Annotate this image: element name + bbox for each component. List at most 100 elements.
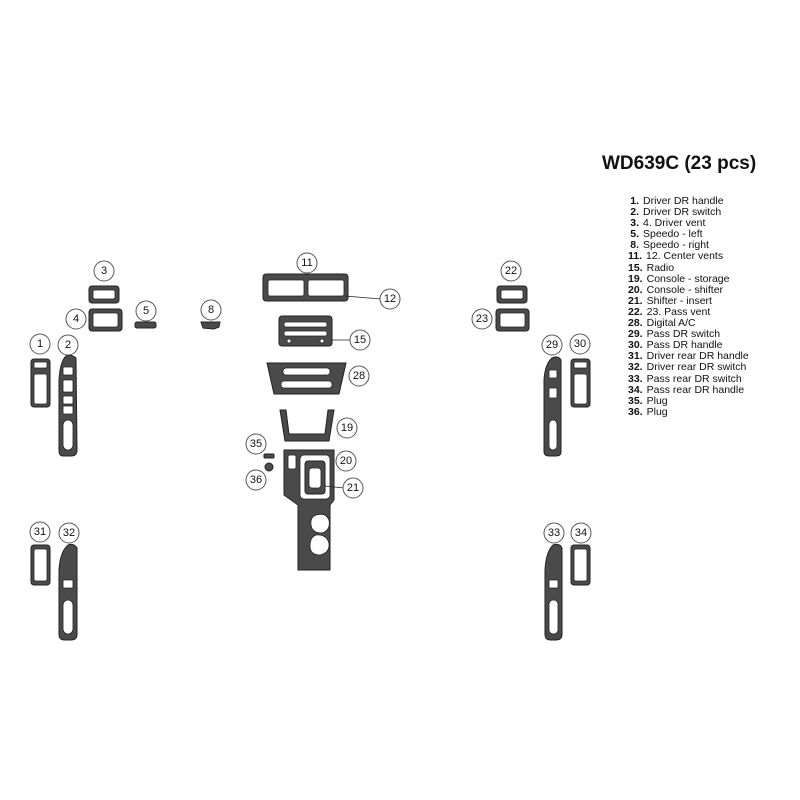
legend-item: 33.Pass rear DR switch: [628, 372, 749, 385]
part-36-plug: [264, 462, 274, 472]
callout-35: 35: [245, 433, 267, 455]
legend-item: 20.Console - shifter: [628, 283, 749, 296]
legend-label: 12. Center vents: [646, 250, 724, 263]
part-3-driver-vent: [88, 285, 120, 304]
legend-label: Pass DR switch: [646, 328, 721, 341]
legend-label: Shifter - insert: [646, 294, 712, 307]
legend-label: Speedo - right: [643, 239, 709, 252]
legend-label: Driver rear DR handle: [646, 350, 749, 363]
legend-number: 32.: [628, 361, 643, 374]
part-19-console-storage: [279, 409, 335, 442]
callout-3: 3: [93, 260, 115, 282]
legend-number: 3.: [630, 217, 639, 230]
legend-item: 22.23. Pass vent: [628, 305, 749, 318]
callout-32-label: 32: [63, 527, 75, 539]
callout-19: 19: [336, 417, 358, 439]
callout-4-label: 4: [73, 313, 79, 325]
legend-number: 5.: [630, 228, 639, 241]
legend-number: 28.: [628, 317, 643, 330]
legend-item: 30.Pass DR handle: [628, 340, 749, 351]
callout-21-label: 21: [347, 482, 359, 494]
legend-label: Driver rear DR switch: [646, 361, 747, 374]
callout-5: 5: [135, 300, 157, 322]
kit-title: WD639C (23 pcs): [602, 153, 757, 174]
legend-item: 15.Radio: [628, 261, 749, 274]
callout-36-label: 36: [250, 474, 262, 486]
legend-label: Speedo - left: [643, 228, 703, 241]
callout-31: 31: [29, 521, 51, 543]
part-22-pass-vent: [496, 285, 528, 304]
callout-3-label: 3: [101, 265, 107, 277]
callout-23: 23: [471, 308, 493, 330]
callout-8-label: 8: [208, 304, 214, 316]
callout-20: 20: [335, 450, 357, 472]
callout-20-label: 20: [340, 455, 352, 467]
callout-33: 33: [543, 522, 565, 544]
legend-label: Digital A/C: [646, 317, 696, 330]
legend-item: 11.12. Center vents: [628, 251, 749, 262]
legend-number: 21.: [628, 294, 643, 307]
part-23-pass-vent: [495, 308, 530, 332]
callout-4: 4: [65, 308, 87, 330]
legend-number: 22.: [628, 305, 643, 318]
part-33-pass-rear-dr-switch: [544, 543, 563, 641]
legend-label: 23. Pass vent: [646, 305, 711, 318]
legend-number: 35.: [628, 394, 643, 407]
legend-label: Console - shifter: [646, 283, 724, 296]
part-31-driver-rear-dr-handle: [30, 544, 51, 586]
legend-label: Pass DR handle: [646, 339, 723, 352]
callout-15: 15: [349, 329, 371, 351]
legend-item: 3.4. Driver vent: [628, 218, 749, 229]
callout-2-label: 2: [65, 339, 71, 351]
legend-number: 19.: [628, 272, 643, 285]
part-8-speedo-right: [200, 321, 221, 330]
callout-36: 36: [245, 469, 267, 491]
callout-29-label: 29: [546, 339, 558, 351]
legend-number: 36.: [628, 405, 643, 418]
legend-number: 1.: [630, 195, 639, 207]
legend-item: 28.Digital A/C: [628, 317, 749, 330]
legend-number: 33.: [628, 372, 643, 385]
callout-31-label: 31: [34, 526, 46, 538]
leader-line: [344, 295, 382, 300]
legend-label: Plug: [646, 405, 668, 418]
legend-item: 34.Pass rear DR handle: [628, 383, 749, 396]
part-11-12-center-vents: [262, 273, 349, 302]
part-15-radio: [278, 315, 333, 347]
callout-5-label: 5: [143, 305, 149, 317]
legend-number: 20.: [628, 283, 643, 296]
part-5-speedo-left: [134, 321, 157, 329]
legend-number: 30.: [628, 339, 643, 352]
callout-21: 21: [342, 477, 364, 499]
legend-item: 1.Driver DR handle: [628, 195, 749, 207]
callout-11-label: 11: [301, 257, 312, 269]
part-28-digital-ac: [266, 362, 347, 395]
legend-number: 15.: [628, 261, 643, 274]
legend-item: 21.Shifter - insert: [628, 294, 749, 307]
part-35-plug: [263, 453, 275, 459]
callout-22: 22: [500, 260, 522, 282]
legend-item: 36.Plug: [628, 405, 749, 418]
part-4-driver-vent: [88, 308, 123, 332]
legend-label: Pass rear DR handle: [646, 383, 745, 396]
callout-11: 11: [296, 252, 318, 274]
legend-number: 34.: [628, 383, 643, 396]
legend-number: 11.: [628, 250, 643, 263]
part-2-driver-dr-switch: [58, 354, 78, 457]
callout-29: 29: [541, 334, 563, 356]
legend-item: 19.Console - storage: [628, 272, 749, 285]
part-32-driver-rear-dr-switch: [58, 543, 78, 641]
callout-34: 34: [570, 522, 592, 544]
callout-2: 2: [57, 334, 79, 356]
callout-23-label: 23: [476, 313, 488, 325]
legend-label: Plug: [646, 394, 668, 407]
callout-15-label: 15: [354, 334, 366, 346]
legend-number: 2.: [630, 206, 639, 219]
legend-label: Radio: [646, 261, 675, 274]
legend-label: Console - storage: [646, 272, 730, 285]
callout-33-label: 33: [548, 527, 560, 539]
callout-28: 28: [348, 365, 370, 387]
callout-12: 12: [379, 288, 401, 310]
callout-22-label: 22: [505, 265, 517, 277]
